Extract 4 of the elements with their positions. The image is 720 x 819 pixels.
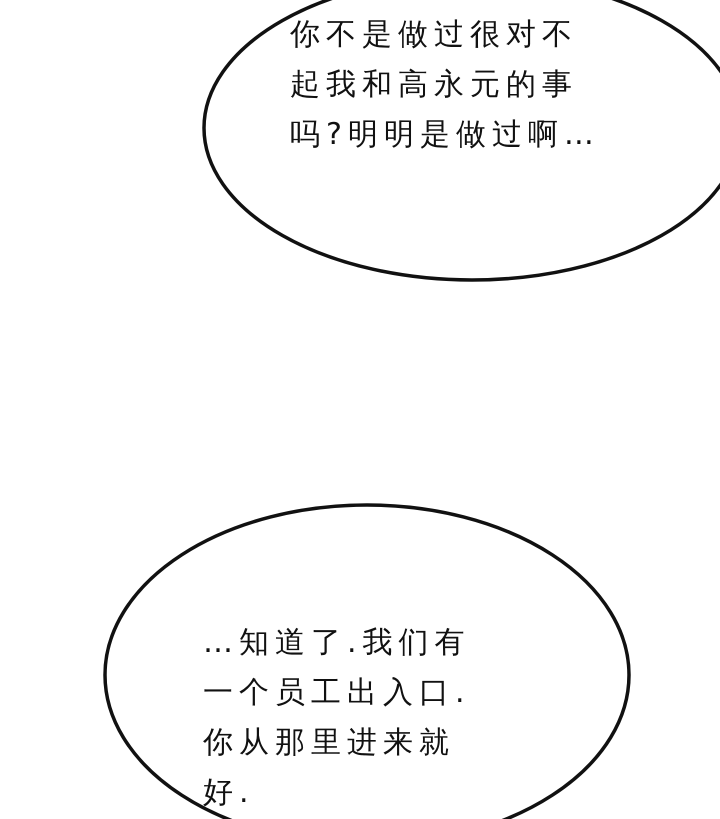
dialogue-text: …知道了.我们有一个员工出入口.你从那里进来就好.	[203, 624, 472, 812]
speech-bubble	[200, 0, 720, 284]
speech-bubble	[103, 503, 633, 819]
dialogue-text: 你不是做过很对不起我和高永元的事吗?明明是做过啊…	[290, 16, 601, 154]
